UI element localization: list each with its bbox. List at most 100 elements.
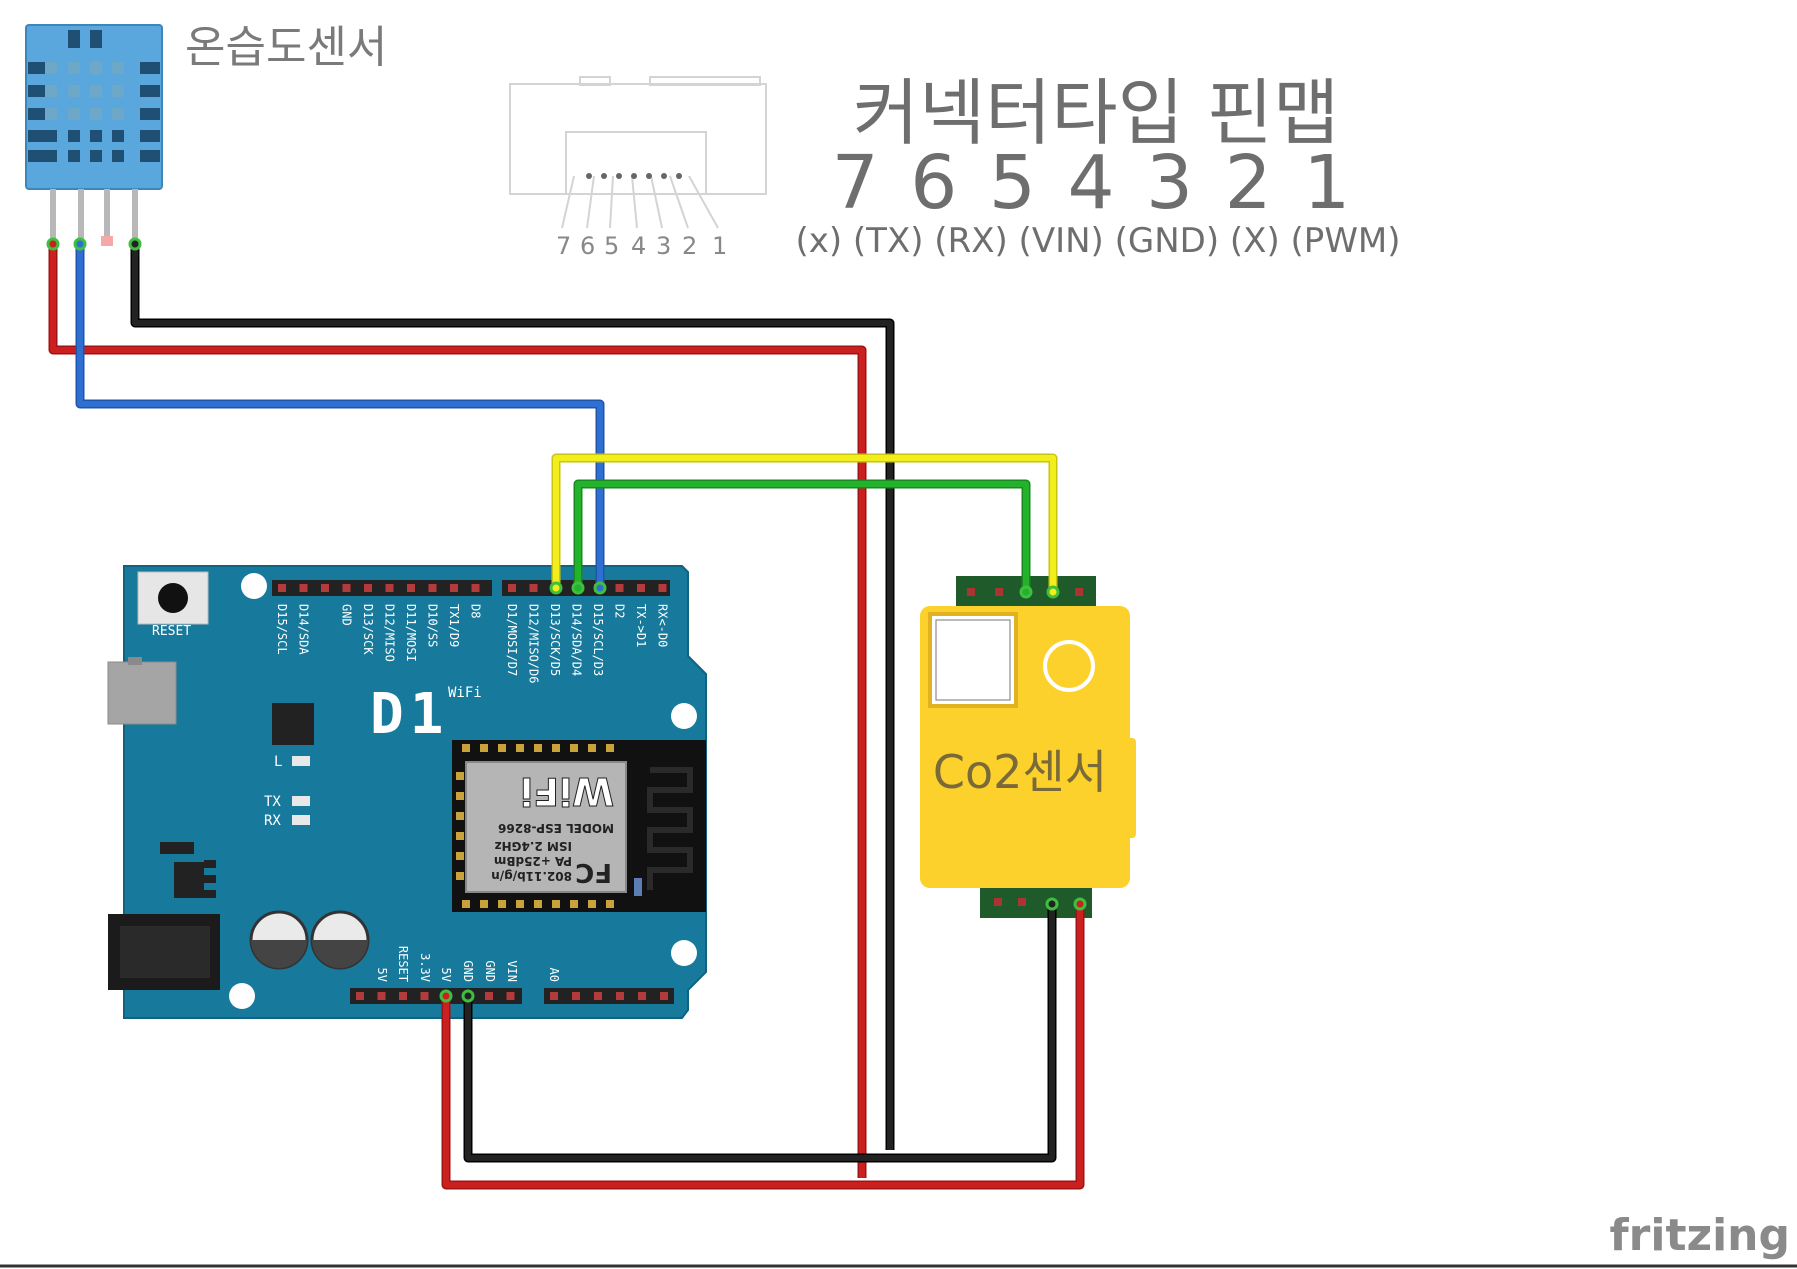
- pin-label-top-right: TX->D1: [634, 604, 648, 647]
- dht-sensor-label: 온습도센서: [185, 22, 387, 73]
- mount-hole-3: [671, 940, 697, 966]
- header-pin-top-left: [364, 584, 372, 592]
- header-pin-top-left: [407, 584, 415, 592]
- header-pin-bottom-right: [572, 992, 580, 1000]
- header-pin-top-left: [471, 584, 480, 592]
- bottom-header-right: [544, 988, 674, 1004]
- header-pin-top-right: [615, 584, 624, 592]
- header-pin-bottom-right: [638, 992, 646, 1000]
- module-label-group: FC 802.11b/g/n PA +25dBm ISM 2.4GHz MODE…: [491, 769, 614, 888]
- pin-label-bottom-left: VIN: [505, 960, 519, 982]
- header-pin-bottom-left: [356, 992, 364, 1000]
- header-pin-bottom-right: [594, 992, 602, 1000]
- header-pin-bottom-left: [420, 992, 429, 1000]
- header-pin-bottom-left: [506, 992, 515, 1000]
- connector-drawing-pin-3: 3: [656, 232, 671, 260]
- header-pin-top-left: [321, 584, 329, 592]
- connector-drawing-pin-6: 6: [580, 232, 595, 260]
- header-pin-top-left: [385, 584, 394, 592]
- pin-label-bottom-left: RESET: [396, 946, 410, 982]
- module-line4: MODEL ESP-8266: [498, 821, 614, 835]
- pin-label-top-right: D1/MOSI/D7: [505, 604, 519, 676]
- header-pin-top-left: [428, 584, 437, 592]
- pin-label-top-left: D13/SCK: [361, 604, 375, 655]
- module-wifi: WiFi: [520, 769, 614, 813]
- pin-label-top-right: D2: [613, 604, 627, 618]
- module-pins: [456, 744, 614, 908]
- reset-button-cap[interactable]: [158, 583, 188, 613]
- co2-bottom-header-pins: [994, 898, 1026, 906]
- pin-label-top-left: D12/MISO: [383, 604, 397, 662]
- wire-blue-dht-data: [75, 244, 605, 588]
- connector-drawing-pin-1: 1: [712, 232, 727, 260]
- module-line1: 802.11b/g/n: [491, 869, 572, 883]
- connector-drawing-pin-7: 7: [556, 232, 571, 260]
- pin-label-top-right: RX<-D0: [656, 604, 670, 647]
- header-pin-top-left: [278, 584, 286, 592]
- module-shield: [465, 761, 627, 893]
- fritzing-logo: fritzing: [1610, 1210, 1790, 1261]
- module-line2: PA +25dBm: [494, 854, 572, 868]
- dht-sensor-holes: [45, 62, 124, 120]
- pin-label-top-left: GND: [340, 604, 354, 626]
- mount-hole-2: [671, 703, 697, 729]
- connector-title: 커넥터타입 핀맵: [853, 71, 1340, 155]
- dht-unused-pin-marker: [101, 236, 113, 246]
- mount-hole-1: [241, 573, 267, 599]
- pin-label-bottom-left: GND: [461, 960, 475, 982]
- esp8266-module: FC 802.11b/g/n PA +25dBm ISM 2.4GHz MODE…: [452, 740, 706, 912]
- led-tx-label: TX: [264, 794, 281, 810]
- pin-label-top-right: D13/SCK/D5: [548, 604, 562, 676]
- connector-drawing: [509, 76, 767, 229]
- connector-drawing-pin-labels: 7 6 5 4 3 2 1: [556, 232, 727, 260]
- pin-label-top-right: D15/SCL/D3: [591, 604, 605, 676]
- connector-pin-numbers: 7 6 5 4 3 2 1: [832, 140, 1355, 226]
- dht-sensor-body: [25, 24, 163, 190]
- reset-label: RESET: [152, 624, 191, 639]
- pin-label-bottom-left: GND: [483, 960, 497, 982]
- pin-label-top-right: D12/MISO/D6: [527, 604, 541, 683]
- dht-sensor-grille: [28, 30, 160, 162]
- header-pin-bottom-right: [550, 992, 558, 1000]
- bottom-header-left: [350, 988, 522, 1004]
- pin-label-bottom-left: 3.3V: [418, 953, 432, 982]
- connector-drawing-pins: [586, 173, 682, 179]
- board-logo: D1: [370, 682, 449, 747]
- top-header-right: [502, 580, 670, 596]
- header-pin-bottom-right: [660, 992, 668, 1000]
- module-antenna: [647, 767, 693, 890]
- usb-chip: [272, 703, 314, 745]
- co2-sensor-label: Co2센서: [933, 745, 1107, 799]
- header-pin-top-left: [342, 584, 351, 592]
- header-pin-bottom-left: [377, 992, 386, 1000]
- led-tx: [292, 796, 310, 806]
- co2-sensor: Co2센서: [920, 576, 1136, 918]
- header-pin-top-left: [450, 584, 458, 592]
- header-pin-top-right: [637, 584, 645, 592]
- d1-board: RESET L TX RX D1 WiFi: [107, 565, 707, 1019]
- led-rx-label: RX: [264, 813, 281, 829]
- header-pin-bottom-right: [616, 992, 624, 1000]
- pin-label-top-right: D14/SDA/D4: [570, 604, 584, 676]
- co2-sensor-indicator: [1043, 640, 1095, 692]
- header-pin-top-left: [299, 584, 308, 592]
- usb-port: [107, 661, 177, 725]
- header-pin-bottom-left: [485, 992, 493, 1000]
- board-logo-sub: WiFi: [448, 685, 482, 701]
- voltage-regulator: [174, 862, 204, 898]
- connector-drawing-pin-4: 4: [631, 232, 646, 260]
- dht-sensor-legs: [50, 189, 138, 241]
- header-pin-bottom-left: [399, 992, 407, 1000]
- pin-label-top-left: D14/SDA: [297, 604, 311, 655]
- pin-label-top-left: D10/SS: [426, 604, 440, 647]
- pin-label-top-left: TX1/D9: [447, 604, 461, 647]
- connector-drawing-pin-5: 5: [604, 232, 619, 260]
- mount-hole-4: [229, 983, 255, 1009]
- connector-pin-functions: (x) (TX) (RX) (VIN) (GND) (X) (PWM): [795, 221, 1400, 261]
- connector-drawing-pin-2: 2: [682, 232, 697, 260]
- module-fcc: FC: [575, 857, 612, 887]
- header-pin-top-right: [658, 584, 667, 592]
